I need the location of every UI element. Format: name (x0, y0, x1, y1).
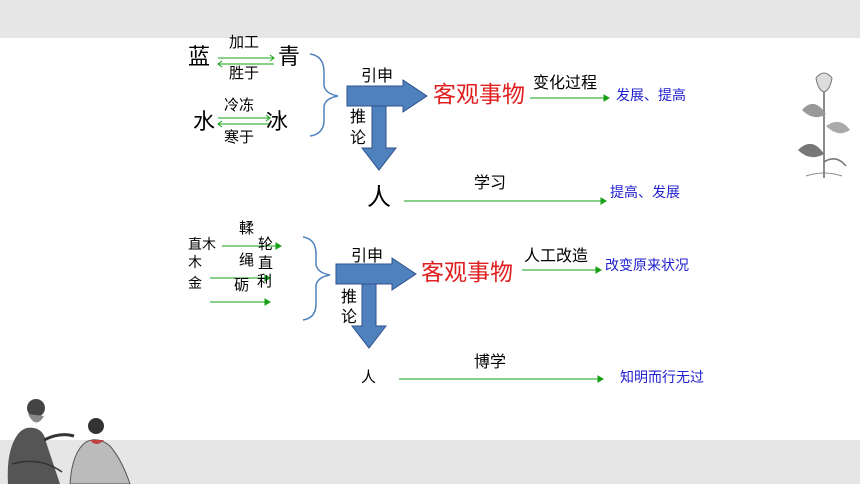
label-lun-bottom: 论 (341, 307, 358, 326)
label-yinshen-bottom: 引申 (351, 246, 384, 265)
char-lan: 蓝 (188, 45, 211, 70)
label-shengyu: 胜于 (229, 64, 260, 82)
top-green-arrows (404, 94, 610, 205)
lan-qing-double-arrow (217, 54, 275, 68)
label-zhiming: 知明而行无过 (620, 370, 704, 386)
char-bing: 冰 (266, 110, 289, 135)
label-keguan-bottom: 客观事物 (421, 260, 513, 286)
char-shui: 水 (193, 110, 216, 135)
char-li: 利 (257, 272, 273, 290)
label-zhimu: 直木 (188, 237, 216, 253)
label-hanyu: 寒于 (224, 128, 255, 146)
label-mu: 木 (188, 255, 202, 271)
label-yinshen-top: 引申 (361, 66, 394, 85)
label-jin: 金 (188, 276, 202, 292)
lotus-ink-illustration (798, 72, 850, 178)
label-gaibian: 改变原来状况 (605, 258, 689, 274)
char-li-sharpen: 砺 (234, 276, 250, 294)
label-boxue: 博学 (474, 352, 507, 371)
char-ren-top: 人 (367, 183, 391, 211)
label-xuexi: 学习 (474, 173, 507, 192)
label-rengong: 人工改造 (524, 246, 589, 265)
label-fazhan-tigao: 发展、提高 (616, 88, 686, 104)
bottom-band (0, 440, 860, 484)
char-qing: 青 (278, 45, 301, 70)
sages-ink-illustration (7, 399, 131, 484)
label-lun-top: 论 (350, 128, 367, 147)
label-tui-top: 推 (350, 107, 367, 126)
label-tui-bottom: 推 (341, 287, 358, 306)
top-band (0, 0, 860, 38)
top-brace (309, 53, 339, 137)
char-lun: 轮 (258, 235, 274, 253)
shui-bing-double-arrow (217, 114, 271, 128)
top-block-arrow-right (346, 79, 428, 113)
bottom-green-arrows (399, 266, 604, 383)
label-jiagong: 加工 (229, 33, 260, 51)
label-tigao-fazhan: 提高、发展 (610, 185, 680, 201)
char-rou: 輮 (239, 219, 255, 237)
label-keguan-top: 客观事物 (433, 82, 525, 108)
bottom-block-arrow-down (350, 283, 388, 349)
char-ren-bottom: 人 (361, 368, 377, 386)
char-sheng: 绳 (239, 251, 255, 269)
label-lengdong: 冷冻 (224, 96, 255, 114)
char-zhi: 直 (258, 254, 274, 272)
bottom-left-green-arrows (210, 242, 282, 306)
label-bianhua: 变化过程 (533, 73, 598, 92)
bottom-brace (302, 236, 331, 321)
bottom-block-arrow-right (335, 257, 417, 291)
top-block-arrow-down (360, 105, 398, 171)
